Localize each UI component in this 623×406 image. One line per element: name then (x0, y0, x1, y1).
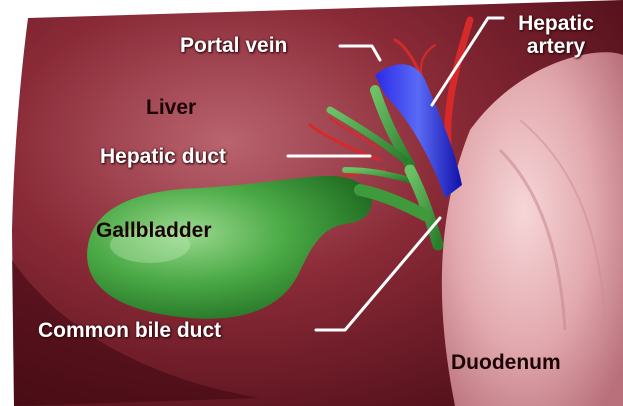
common-bile-duct-label: Common bile duct (38, 319, 221, 342)
gallbladder-label: Gallbladder (96, 219, 212, 242)
duodenum-label: Duodenum (451, 351, 561, 374)
portal-vein-label: Portal vein (180, 34, 287, 57)
hepatic-artery-label-text: Hepatic artery (506, 12, 606, 58)
liver-label: Liver (146, 96, 196, 119)
hepatic-duct-label: Hepatic duct (100, 145, 226, 168)
hepatic-artery-label: Hepatic artery (506, 12, 606, 58)
